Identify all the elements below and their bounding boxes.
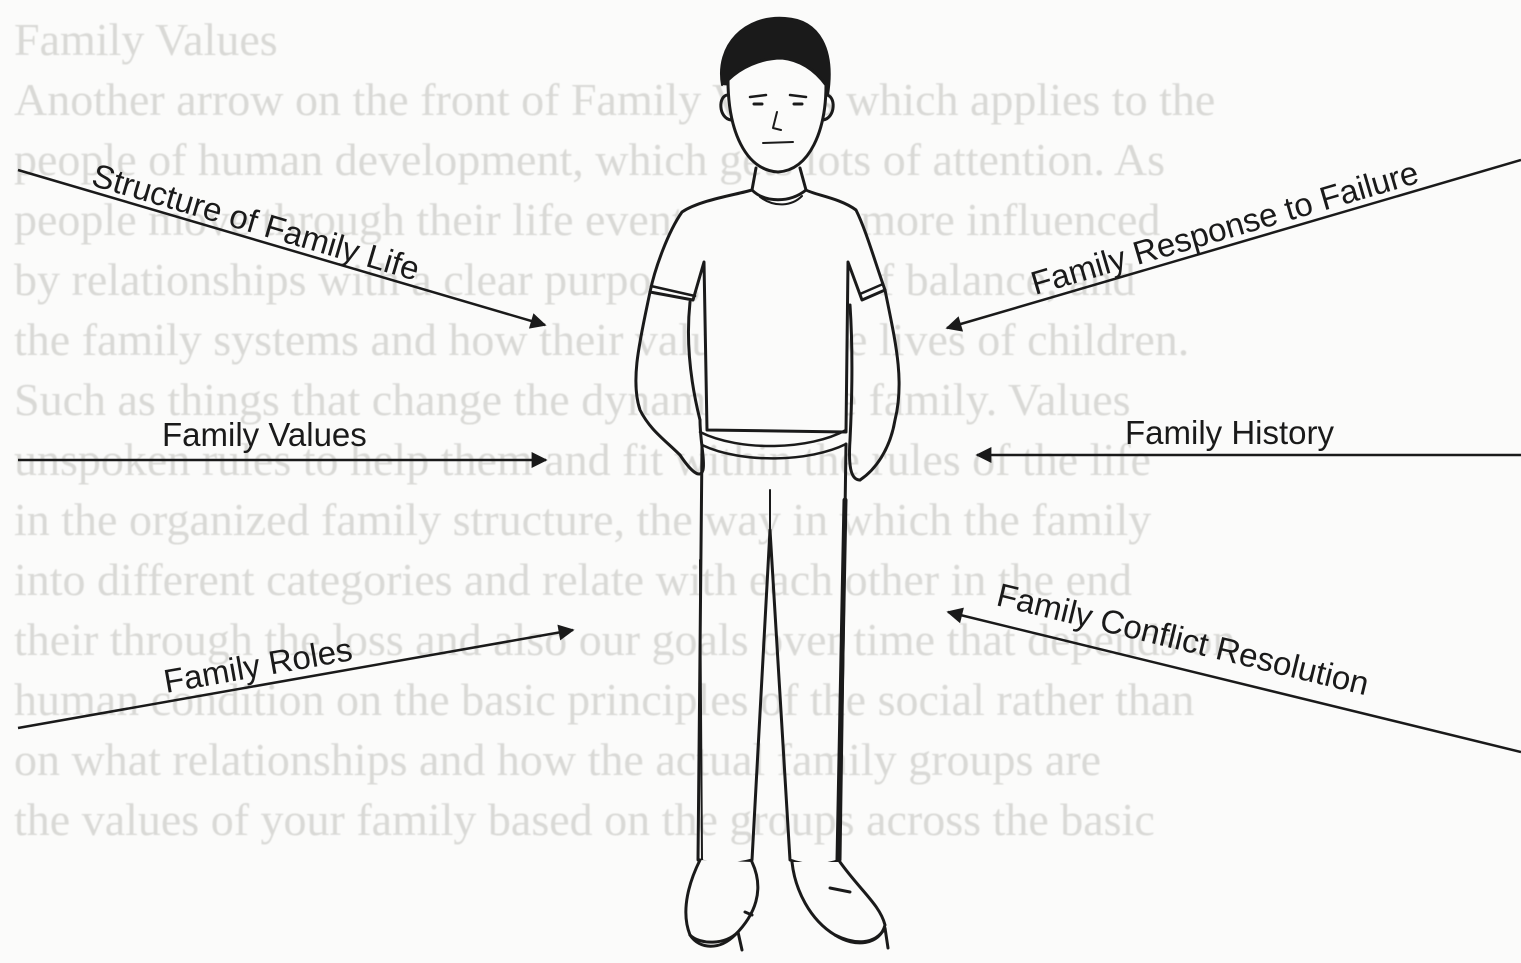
label-structure-of-family-life: Structure of Family Life [88, 156, 424, 287]
bleed-line: Another arrow on the front of Family Val… [14, 74, 1216, 125]
bleed-line: into different categories and relate wit… [14, 554, 1133, 605]
bleed-line: their through the loss and also our goal… [14, 614, 1236, 665]
bleed-line: the family systems and how their values … [14, 314, 1190, 365]
arrow-conflict [946, 607, 1521, 754]
arrow-roles [17, 624, 575, 730]
bleed-line: on what relationships and how the actual… [14, 734, 1102, 785]
arrow-response [945, 158, 1521, 332]
bleed-line: by relationships with a clear purpose, a… [14, 254, 1136, 305]
arrow-structure [17, 168, 547, 329]
bleed-line: in the organized family structure, the w… [14, 494, 1152, 545]
label-family-roles: Family Roles [161, 630, 355, 700]
label-family-values: Family Values [162, 416, 367, 453]
label-family-history: Family History [1125, 414, 1335, 451]
bleed-line: people move through their life events, t… [14, 194, 1161, 245]
label-family-response-to-failure: Family Response to Failure [1027, 153, 1423, 301]
label-family-conflict-resolution: Family Conflict Resolution [993, 576, 1372, 702]
bleed-line: Family Values [14, 14, 278, 65]
bleed-line: the values of your family based on the g… [14, 794, 1155, 845]
bleed-line: people of human development, which gets … [14, 134, 1166, 185]
bleed-line: human condition on the basic principles … [14, 674, 1195, 725]
bleed-line: Such as things that change the dynamic o… [14, 374, 1131, 425]
person-figure [634, 16, 901, 952]
